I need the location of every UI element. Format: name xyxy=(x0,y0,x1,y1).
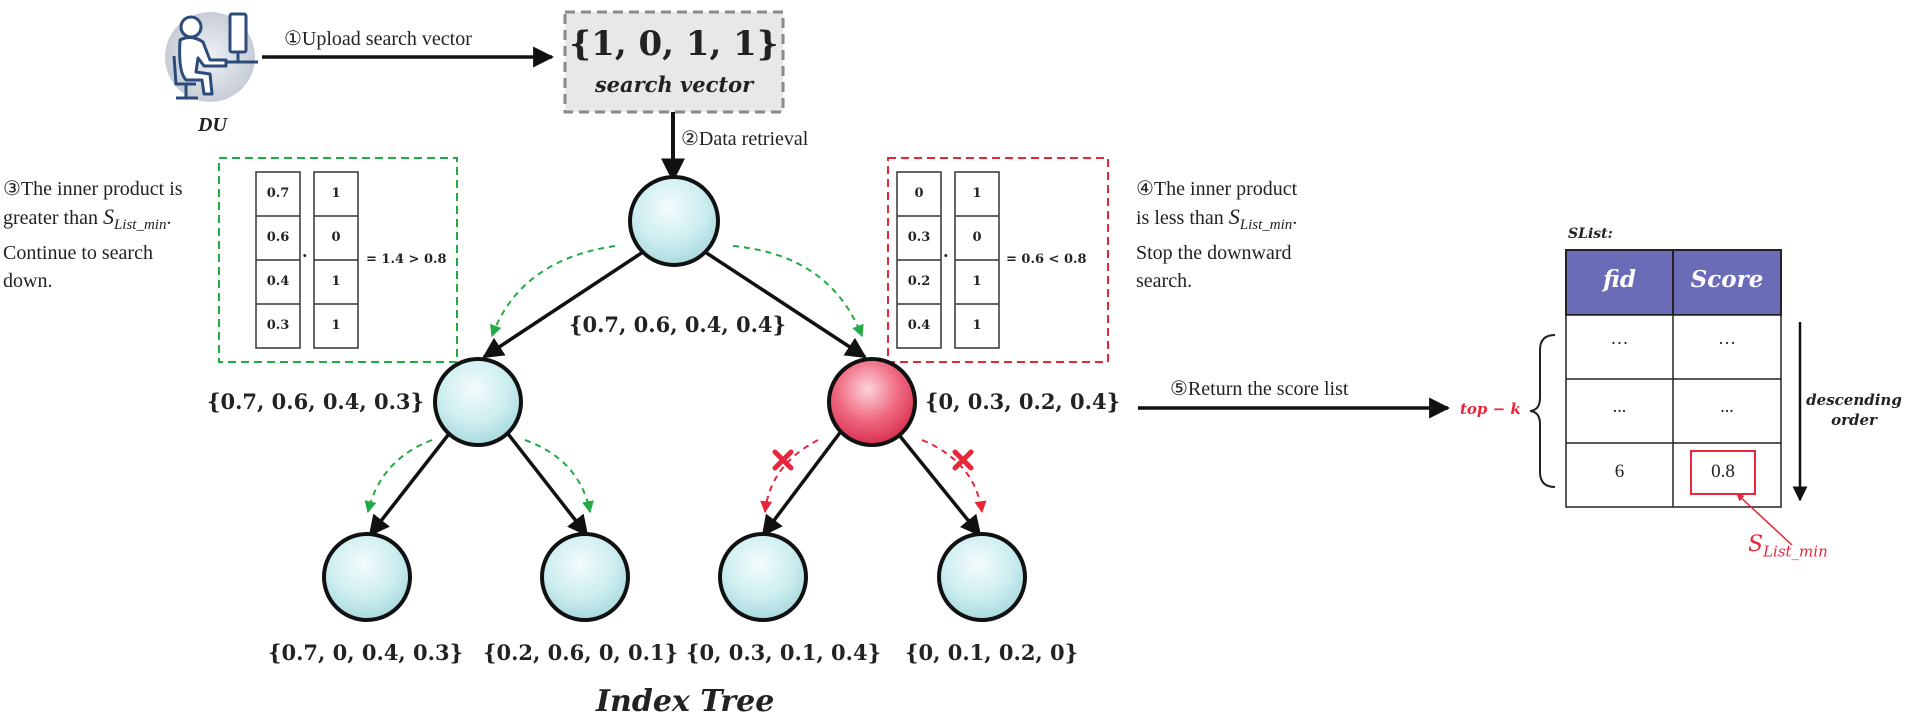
slist-table xyxy=(1565,249,1782,508)
search-vector-box xyxy=(563,10,785,114)
right-a-0: 0 xyxy=(914,186,924,201)
left-note-line3: Continue to search xyxy=(3,242,153,264)
tree-node-rl xyxy=(718,532,808,622)
right-note-line4: search. xyxy=(1136,270,1193,292)
tree-edges xyxy=(368,248,982,537)
slist-cell-score-1: ... xyxy=(1720,396,1734,416)
left-b-3: 1 xyxy=(331,318,341,333)
smin-pointer xyxy=(1736,493,1793,546)
left-b-1: 0 xyxy=(331,230,341,245)
tree-node-rr xyxy=(937,532,1027,622)
left-note-line1: ③The inner product is xyxy=(3,178,183,200)
right-a-3: 0.4 xyxy=(907,318,931,333)
return-step-label: ⑤Return the score list xyxy=(1170,378,1349,400)
left-note-line4: down. xyxy=(3,270,53,292)
slist-cell-fid-0: … xyxy=(1610,328,1629,348)
left-a-0: 0.7 xyxy=(266,186,290,201)
right-b-1: 0 xyxy=(972,230,982,245)
tree-node-left xyxy=(433,357,523,447)
left-b-0: 1 xyxy=(331,186,341,201)
right-note: ④The inner product is less than SList_mi… xyxy=(1136,175,1297,295)
green-calc-box xyxy=(218,157,458,363)
left-a-2: 0.4 xyxy=(266,274,290,289)
right-calc-result: = 0.6 < 0.8 xyxy=(1006,252,1087,267)
smin-symbol: S xyxy=(102,204,114,229)
left-vector-b xyxy=(313,171,359,349)
topk-label: top − k xyxy=(1460,400,1521,418)
left-calc-result: = 1.4 > 0.8 xyxy=(366,252,447,267)
red-calc-box xyxy=(887,157,1109,363)
user-label: DU xyxy=(198,114,227,136)
tree-node-root xyxy=(628,175,720,267)
lr-node-label: {0.2, 0.6, 0, 0.1} xyxy=(483,640,679,665)
slist-header-fid: fid xyxy=(1603,266,1636,293)
user-icon xyxy=(165,12,258,102)
rr-node-label: {0, 0.1, 0.2, 0} xyxy=(905,640,1079,665)
left-b-2: 1 xyxy=(331,274,341,289)
right-b-2: 1 xyxy=(972,274,982,289)
topk-brace xyxy=(1529,334,1556,488)
left-note-line2: greater than SList_min. xyxy=(3,204,172,233)
left-a-3: 0.3 xyxy=(266,318,290,333)
search-vector-values: {1, 0, 1, 1} xyxy=(569,24,779,64)
smin-symbol: S xyxy=(1228,204,1240,229)
slist-header-score: Score xyxy=(1690,266,1764,293)
slist-cell-fid-1: ... xyxy=(1612,396,1627,416)
index-tree-title: Index Tree xyxy=(596,684,775,719)
slist-cell-score-0: … xyxy=(1718,328,1736,348)
left-dot-operator: · xyxy=(302,246,308,265)
right-a-2: 0.2 xyxy=(907,274,931,289)
right-note-line2: is less than SList_min. xyxy=(1136,204,1298,233)
right-note-line3: Stop the downward xyxy=(1136,242,1292,264)
right-vector-a xyxy=(896,171,942,349)
descending-order-label: descending order xyxy=(1806,391,1902,429)
search-vector-caption: search vector xyxy=(594,72,754,97)
tree-node-ll xyxy=(322,532,412,622)
upload-step-label: ①Upload search vector xyxy=(284,28,472,50)
right-a-1: 0.3 xyxy=(907,230,931,245)
left-a-1: 0.6 xyxy=(266,230,290,245)
rl-node-label: {0, 0.3, 0.1, 0.4} xyxy=(686,640,882,665)
left-node-label: {0.7, 0.6, 0.4, 0.3} xyxy=(207,389,425,414)
red-x-marks xyxy=(772,449,974,471)
slist-title: SList: xyxy=(1568,226,1613,242)
ll-node-label: {0.7, 0, 0.4, 0.3} xyxy=(268,640,464,665)
slist-cell-score-2: 0.8 xyxy=(1711,461,1735,482)
left-note: ③The inner product is greater than SList… xyxy=(3,175,183,295)
root-node-label: {0.7, 0.6, 0.4, 0.4} xyxy=(569,312,787,337)
left-vector-a xyxy=(255,171,301,349)
tree-node-lr xyxy=(540,532,630,622)
retrieval-step-label: ②Data retrieval xyxy=(681,128,809,150)
right-b-3: 1 xyxy=(972,318,982,333)
red-stop-arrows xyxy=(760,439,987,514)
slist-cell-fid-2: 6 xyxy=(1614,461,1625,482)
right-note-line1: ④The inner product xyxy=(1136,178,1298,200)
right-dot-operator: · xyxy=(943,246,949,265)
tree-node-right xyxy=(827,357,917,447)
right-node-label: {0, 0.3, 0.2, 0.4} xyxy=(925,389,1121,414)
smin-label: SList_min xyxy=(1748,532,1828,561)
green-search-arrows xyxy=(364,245,864,514)
right-vector-b xyxy=(954,171,1000,349)
right-b-0: 1 xyxy=(972,186,982,201)
